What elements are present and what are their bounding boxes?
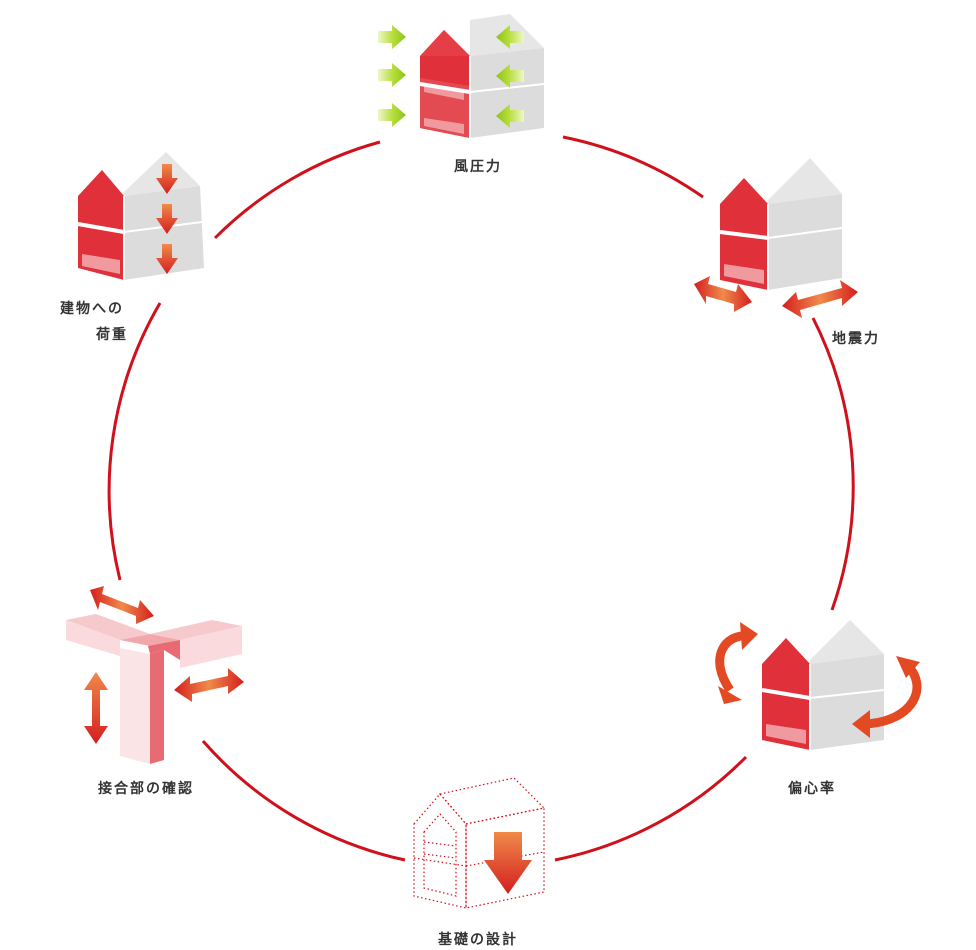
bidirectional-arrow-icon	[694, 276, 858, 318]
node-label-joint-check: 接合部の確認	[98, 781, 194, 797]
node-label-building-loads: 建物への	[60, 301, 124, 317]
node-label-building-loads-line2: 荷重	[96, 327, 128, 343]
building-loads-house-icon	[77, 152, 204, 280]
node-label-seismic-force: 地震力	[832, 331, 880, 347]
node-label-foundation-design: 基礎の設計	[438, 932, 518, 948]
node-label-wind-pressure: 風圧力	[454, 159, 502, 175]
rotation-arrow-icon	[715, 622, 922, 738]
wind-pressure-house-icon	[419, 14, 545, 138]
seismic-force-house-icon	[719, 158, 843, 290]
downward-arrow-icon	[484, 832, 532, 894]
downward-arrow-icon	[156, 164, 178, 274]
cycle-ring	[107, 135, 855, 862]
foundation-house-outline-icon	[413, 777, 546, 909]
joint-t-shape-icon	[66, 614, 242, 764]
wind-arrow-icon	[378, 25, 524, 128]
bidirectional-arrow-icon	[84, 586, 244, 744]
node-label-eccentricity: 偏心率	[788, 781, 836, 797]
